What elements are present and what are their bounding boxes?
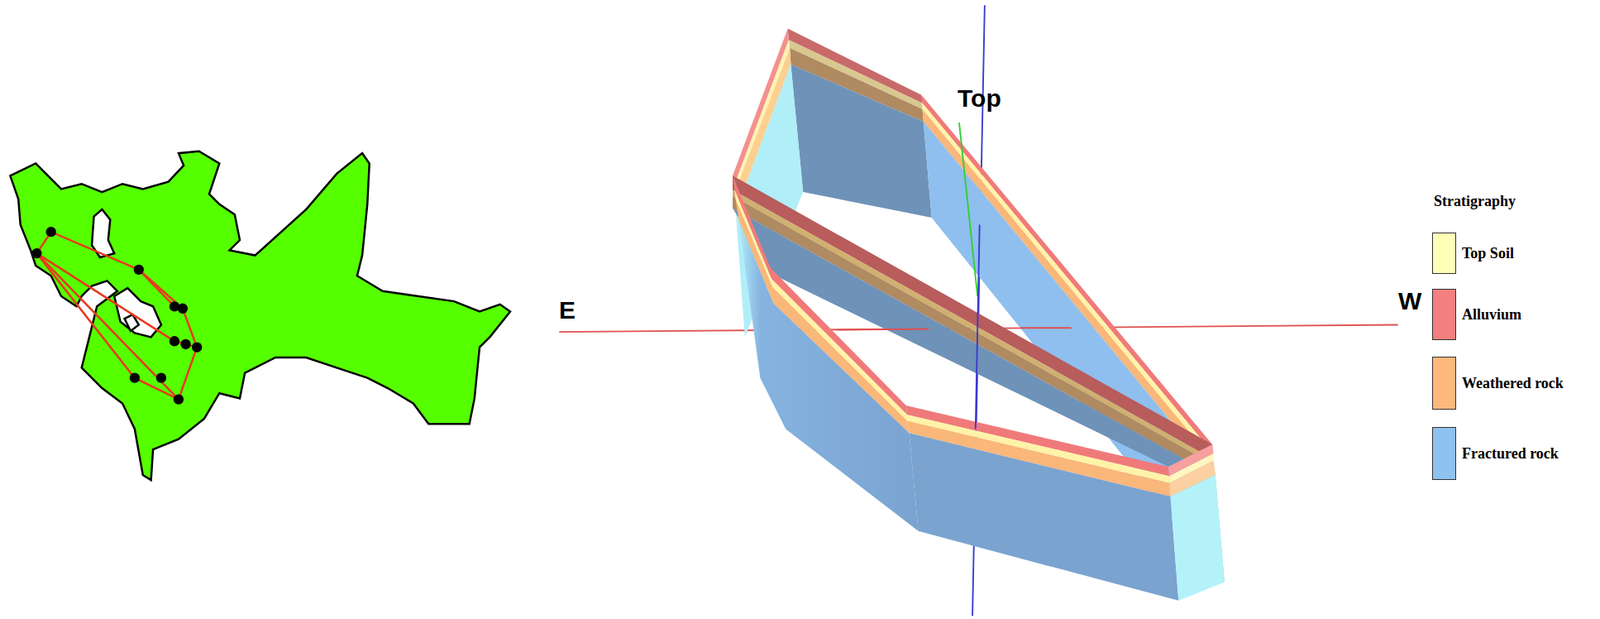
site-map <box>9 151 511 480</box>
fence-diagram <box>558 4 1398 616</box>
legend-text: Fractured rock <box>1461 445 1559 461</box>
legend-text: Top Soil <box>1461 245 1515 261</box>
legend-swatch <box>1432 232 1457 274</box>
legend-swatch <box>1432 356 1457 410</box>
legend-swatch <box>1432 288 1457 340</box>
axis-label: W <box>1398 288 1422 314</box>
axis-label: Top <box>957 85 1002 111</box>
legend-text: Weathered rock <box>1461 375 1564 391</box>
axis-label: E <box>558 297 576 323</box>
legend-text: Alluvium <box>1461 306 1522 322</box>
legend-title: Stratigraphy <box>1433 193 1516 209</box>
legend-swatch <box>1432 426 1457 480</box>
